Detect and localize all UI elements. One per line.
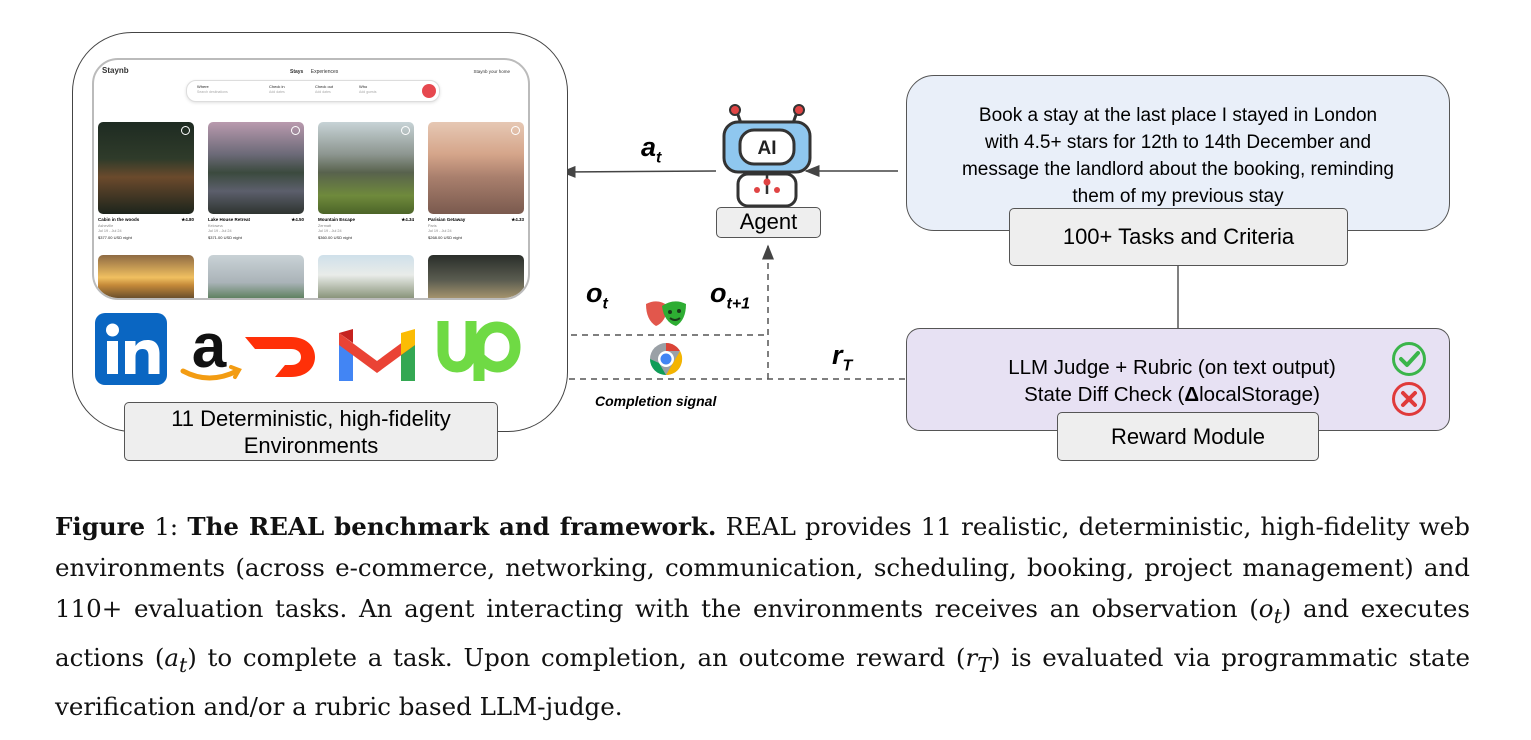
listing-card: Parisian Getaway ★4.33 Paris Jul 19 - Jul… <box>428 122 524 240</box>
task-line: Book a stay at the last place I stayed i… <box>978 105 1378 126</box>
listing-title: Mountain Escape <box>318 217 356 222</box>
reward-line-judge: LLM Judge + Rubric (on text output) <box>1008 356 1336 379</box>
listing-location: Kelowna <box>208 224 223 228</box>
listing-dates: Jul 19 - Jul 24 <box>208 229 232 233</box>
listing-price: $377.00 USD night <box>98 235 132 240</box>
listing-location: Paris <box>428 224 437 228</box>
playwright-icon <box>646 301 686 326</box>
svg-text:a: a <box>192 312 227 381</box>
environment-logos: a <box>95 312 521 385</box>
svg-text:AI: AI <box>758 138 777 159</box>
figure-caption: Figure 1: The REAL benchmark and framewo… <box>55 506 1470 727</box>
listing-image <box>98 122 194 214</box>
listing-card: Cabin in the woods ★4.80 Asheville Jul 19… <box>98 122 194 240</box>
reward-description: LLM Judge + Rubric (on text output) Stat… <box>967 354 1377 408</box>
listing-card: Lake House Retreat ★4.50 Kelowna Jul 19 -… <box>208 122 304 240</box>
figure-number: 1: <box>154 512 179 541</box>
listing-image <box>318 255 414 298</box>
linkedin-logo <box>95 313 167 385</box>
action-arrow <box>560 165 717 178</box>
reward-module-label: Reward Module <box>1057 412 1319 461</box>
environments-label: 11 Deterministic, high-fidelity Environm… <box>124 402 498 461</box>
site-header: Staynb Stays Experiences Staynb your hom… <box>94 60 528 110</box>
caption-math: o <box>1258 594 1274 623</box>
booking-site-screenshot: Staynb Stays Experiences Staynb your hom… <box>92 58 530 300</box>
gmail-logo <box>339 329 415 381</box>
caption-title: The REAL benchmark and framework. <box>187 512 717 541</box>
listing-title: Lake House Retreat <box>208 217 251 222</box>
caption-math: T <box>977 652 991 677</box>
task-line: with 4.5+ stars for 12th to 14th Decembe… <box>984 132 1372 153</box>
task-line: message the landlord about the booking, … <box>961 159 1394 180</box>
listing-rating: ★4.50 <box>291 217 304 222</box>
listing-rating: ★4.80 <box>181 217 194 222</box>
caption-math: a <box>164 642 180 672</box>
next-observation-label: ot+1 <box>710 278 751 313</box>
caption-math: t <box>179 652 188 677</box>
listing-dates: Jul 19 - Jul 24 <box>428 229 452 233</box>
nav-experiences: Experiences <box>310 69 339 75</box>
caption-math: t <box>1273 603 1282 628</box>
host-link: Staynb your home <box>473 69 510 74</box>
listing-rating: ★4.33 <box>511 217 524 222</box>
listing-dates: Jul 19 - Jul 24 <box>318 229 342 233</box>
listing-image <box>428 255 524 298</box>
listing-image <box>318 122 414 214</box>
cross-icon <box>1392 382 1426 416</box>
listing-card: Mountain Escape ★4.34 Zermatt Jul 19 - Ju… <box>318 122 414 240</box>
chrome-icon <box>650 342 683 376</box>
environments-label-line2: Environments <box>243 433 379 458</box>
listing-price: $371.00 USD night <box>208 235 242 240</box>
listing-title: Parisian Getaway <box>428 217 466 222</box>
listing-location: Zermatt <box>318 224 332 228</box>
task-line: them of my previous stay <box>1072 186 1284 207</box>
heart-icon <box>291 126 300 135</box>
listing-image <box>98 255 194 298</box>
listing-image <box>208 122 304 214</box>
figure-label: Figure <box>55 512 146 541</box>
listing-location: Asheville <box>98 224 114 228</box>
nav-stays: Stays <box>290 69 304 75</box>
observation-label: ot <box>586 278 608 313</box>
tasks-label: 100+ Tasks and Criteria <box>1009 208 1348 266</box>
environments-label-line1: 11 Deterministic, high-fidelity <box>171 406 451 431</box>
agent-label: Agent <box>716 207 821 238</box>
upwork-logo <box>437 321 521 381</box>
caption-text: ) is evaluated via programmatic state ve… <box>55 642 1470 721</box>
check-icon <box>1392 342 1426 376</box>
reward-signal-label: rT <box>832 340 853 375</box>
completion-signal-label: Completion signal <box>595 393 717 409</box>
reward-line-state-diff: State Diff Check (ΔlocalStorage) <box>1024 383 1320 406</box>
caption-text: ) and executes actions ( <box>55 594 1470 672</box>
task-description: Book a stay at the last place I stayed i… <box>907 102 1449 210</box>
caption-text: REAL provides 11 realistic, deterministi… <box>55 512 1470 623</box>
listing-price: $268.00 USD night <box>428 235 462 240</box>
caption-math: r <box>965 642 978 672</box>
listing-dates: Jul 19 - Jul 24 <box>98 229 122 233</box>
search-icon <box>422 84 436 98</box>
listing-rating: ★4.34 <box>401 217 414 222</box>
listing-title: Cabin in the woods <box>98 217 140 222</box>
action-label: at <box>641 132 662 167</box>
heart-icon <box>181 126 190 135</box>
listing-image <box>428 122 524 214</box>
robot-icon: AI <box>722 104 812 208</box>
site-logo: Staynb <box>102 66 129 75</box>
site-nav: Stays Experiences <box>290 69 344 75</box>
heart-icon <box>401 126 410 135</box>
amazon-logo: a <box>180 312 242 381</box>
listing-image <box>208 255 304 298</box>
doordash-logo <box>245 337 315 377</box>
listing-price: $360.00 USD night <box>318 235 352 240</box>
caption-text: ) to complete a task. Upon completion, a… <box>187 642 966 672</box>
heart-icon <box>511 126 520 135</box>
